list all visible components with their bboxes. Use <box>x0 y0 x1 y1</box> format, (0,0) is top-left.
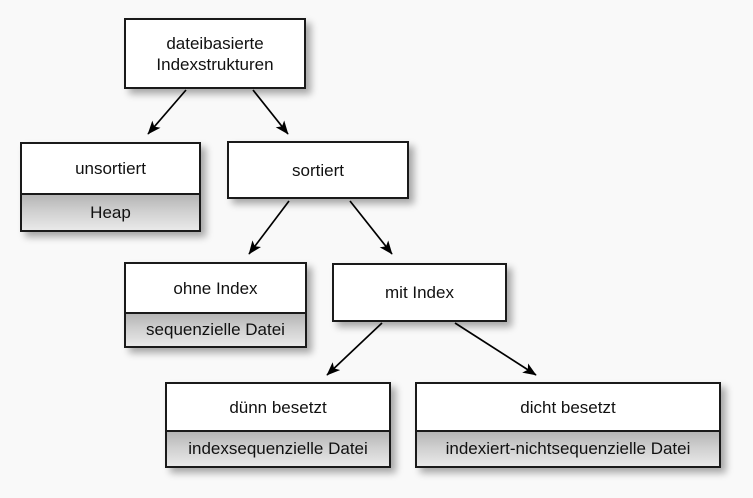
node-unsortiert[interactable]: unsortiert Heap <box>20 142 201 232</box>
node-duenn-besetzt[interactable]: dünn besetzt indexsequenzielle Datei <box>165 382 391 468</box>
edge-sortiert-to-ohne-index <box>248 200 290 255</box>
node-dicht-besetzt-subtitle: indexiert-nichtsequenzielle Datei <box>417 432 719 466</box>
node-duenn-besetzt-subtitle: indexsequenzielle Datei <box>167 432 389 466</box>
edge-root-to-unsortiert <box>147 89 187 135</box>
edge-sortiert-to-mit-index <box>349 200 393 255</box>
node-duenn-besetzt-title: dünn besetzt <box>167 384 389 432</box>
node-unsortiert-subtitle: Heap <box>22 195 199 230</box>
node-ohne-index-title: ohne Index <box>126 264 305 314</box>
node-root-title: dateibasierte Indexstrukturen <box>126 20 304 87</box>
node-ohne-index-subtitle: sequenzielle Datei <box>126 314 305 346</box>
edge-mit-index-to-duenn <box>326 322 383 376</box>
node-ohne-index[interactable]: ohne Index sequenzielle Datei <box>124 262 307 348</box>
node-sortiert-title: sortiert <box>229 143 407 197</box>
edge-root-to-sortiert <box>252 89 289 135</box>
node-dicht-besetzt-title: dicht besetzt <box>417 384 719 432</box>
node-mit-index[interactable]: mit Index <box>332 263 507 322</box>
node-mit-index-title: mit Index <box>334 265 505 320</box>
node-sortiert[interactable]: sortiert <box>227 141 409 199</box>
node-dicht-besetzt[interactable]: dicht besetzt indexiert-nichtsequenziell… <box>415 382 721 468</box>
node-root[interactable]: dateibasierte Indexstrukturen <box>124 18 306 89</box>
node-unsortiert-title: unsortiert <box>22 144 199 195</box>
edge-mit-index-to-dicht <box>454 322 537 376</box>
